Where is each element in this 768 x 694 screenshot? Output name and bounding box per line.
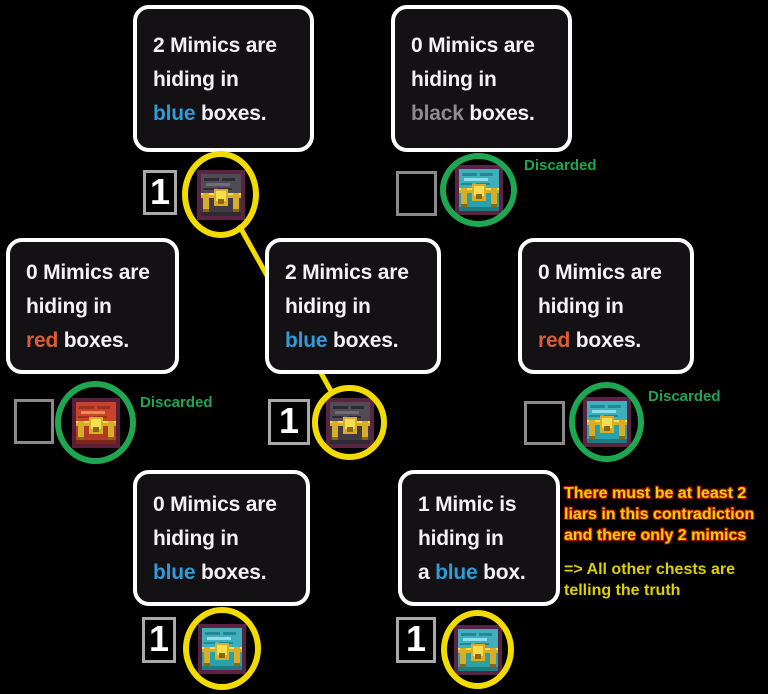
highlight-circle <box>312 385 387 460</box>
bubble-text: hiding in <box>418 527 504 550</box>
bubble-text-line: hiding in <box>153 63 304 97</box>
annotation-line: telling the truth <box>564 582 681 599</box>
chest-slot <box>55 381 136 464</box>
bubble-text-line: hiding in <box>411 63 562 97</box>
discard-circle <box>569 382 644 462</box>
bubble-text: 0 Mimics are <box>411 34 535 57</box>
bubble-text-line: hiding in <box>538 290 684 324</box>
bubble-text-line: 0 Mimics are <box>411 29 562 63</box>
bubble-text: 0 Mimics are <box>153 493 277 516</box>
solution-annotation: There must be at least 2 liars in this c… <box>564 483 768 601</box>
speech-bubble-bottom-right: 1 Mimic is hiding in a blue box. <box>398 470 560 606</box>
speech-bubble-top-left: 2 Mimics are hiding in blue boxes. <box>133 5 314 152</box>
mark-checkbox[interactable] <box>524 401 565 445</box>
chest-slot <box>182 151 259 238</box>
bubble-text: boxes. <box>463 102 535 125</box>
bubble-text-line: 0 Mimics are <box>153 488 300 522</box>
bubble-text: hiding in <box>26 295 112 318</box>
annotation-line: liars in this contradiction <box>564 506 755 523</box>
color-word: blue <box>285 329 328 352</box>
bubble-text: hiding in <box>538 295 624 318</box>
bubble-text: a <box>418 561 436 584</box>
chest-slot <box>440 153 517 227</box>
chest-slot <box>441 610 514 689</box>
bubble-text: hiding in <box>411 68 497 91</box>
bubble-text: box. <box>477 561 526 584</box>
speech-bubble-mid-left: 0 Mimics are hiding in red boxes. <box>6 238 179 374</box>
speech-bubble-mid-center: 2 Mimics are hiding in blue boxes. <box>265 238 441 374</box>
annotation-paragraph-2: => All other chests are telling the trut… <box>564 559 768 601</box>
speech-bubble-top-right: 0 Mimics are hiding in black boxes. <box>391 5 572 152</box>
bubble-text-line: 2 Mimics are <box>285 256 431 290</box>
bubble-text: boxes. <box>195 102 267 125</box>
bubble-text-line: red boxes. <box>26 324 169 358</box>
discarded-label: Discarded <box>140 394 213 411</box>
mimic-count-box[interactable]: 1 <box>396 617 436 663</box>
bubble-text: 0 Mimics are <box>538 261 662 284</box>
speech-bubble-mid-right: 0 Mimics are hiding in red boxes. <box>518 238 694 374</box>
bubble-text-line: 2 Mimics are <box>153 29 304 63</box>
bubble-text-line: 0 Mimics are <box>538 256 684 290</box>
chest-slot <box>312 385 387 460</box>
discarded-label: Discarded <box>524 157 597 174</box>
highlight-circle <box>183 607 261 690</box>
bubble-text: boxes. <box>570 329 642 352</box>
color-word: red <box>538 329 571 352</box>
bubble-text: boxes. <box>195 561 267 584</box>
highlight-circle <box>182 151 259 238</box>
bubble-text: 2 Mimics are <box>153 34 277 57</box>
bubble-text: hiding in <box>153 68 239 91</box>
mark-checkbox[interactable] <box>14 399 54 444</box>
bubble-text-line: 1 Mimic is <box>418 488 550 522</box>
discard-circle <box>440 153 517 227</box>
bubble-text-line: hiding in <box>153 522 300 556</box>
bubble-text-line: blue boxes. <box>153 97 304 131</box>
discarded-label: Discarded <box>648 388 721 405</box>
bubble-text-line: blue boxes. <box>285 324 431 358</box>
annotation-line: and there only 2 mimics <box>564 527 747 544</box>
annotation-line: => All other chests are <box>564 561 736 578</box>
bubble-text-line: blue boxes. <box>153 556 300 590</box>
highlight-circle <box>441 610 514 689</box>
bubble-text-line: hiding in <box>285 290 431 324</box>
color-word: blue <box>153 561 196 584</box>
color-word: blue <box>153 102 196 125</box>
mimic-count-box[interactable]: 1 <box>268 399 310 445</box>
bubble-text-line: hiding in <box>26 290 169 324</box>
annotation-paragraph-1: There must be at least 2 liars in this c… <box>564 483 768 546</box>
color-word: blue <box>435 561 478 584</box>
mark-checkbox[interactable] <box>396 171 437 216</box>
bubble-text: hiding in <box>285 295 371 318</box>
bubble-text-line: red boxes. <box>538 324 684 358</box>
bubble-text: boxes. <box>327 329 399 352</box>
bubble-text: 2 Mimics are <box>285 261 409 284</box>
bubble-text: hiding in <box>153 527 239 550</box>
bubble-text-line: 0 Mimics are <box>26 256 169 290</box>
chest-slot <box>569 382 644 462</box>
bubble-text-line: a blue box. <box>418 556 550 590</box>
bubble-text: 0 Mimics are <box>26 261 150 284</box>
speech-bubble-bottom-left: 0 Mimics are hiding in blue boxes. <box>133 470 310 606</box>
bubble-text: 1 Mimic is <box>418 493 517 516</box>
color-word: red <box>26 329 59 352</box>
discard-circle <box>55 381 136 464</box>
annotation-line: There must be at least 2 <box>564 485 747 502</box>
bubble-text: boxes. <box>58 329 130 352</box>
chest-slot <box>183 607 261 690</box>
bubble-text-line: black boxes. <box>411 97 562 131</box>
mimic-count-box[interactable]: 1 <box>143 170 177 215</box>
bubble-text-line: hiding in <box>418 522 550 556</box>
color-word: black <box>411 102 464 125</box>
mimic-count-box[interactable]: 1 <box>142 617 176 663</box>
